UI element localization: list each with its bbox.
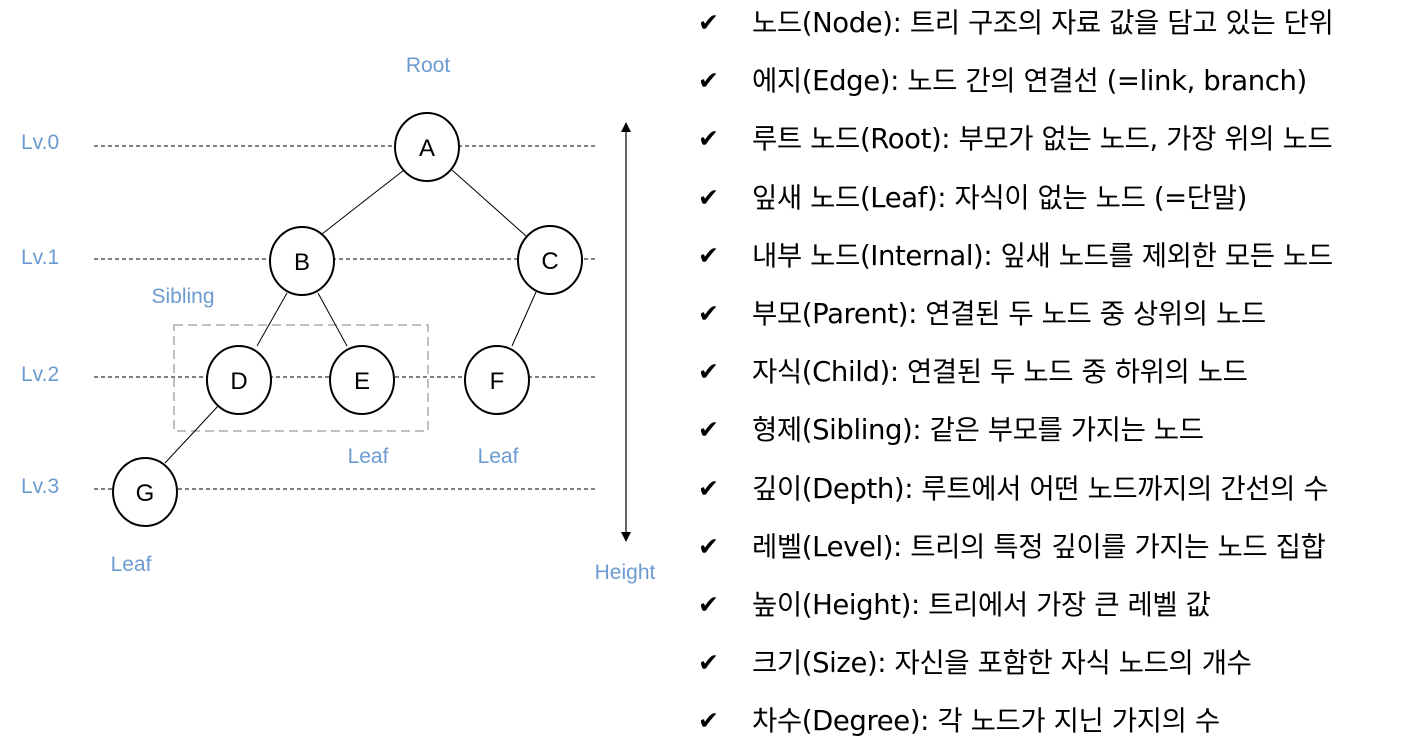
height-label: Height bbox=[595, 561, 656, 584]
tree-diagram: Lv.0 Lv.1 Lv.2 Lv.3 A B C D E F G Root S… bbox=[21, 54, 656, 584]
check-icon: ✔ bbox=[698, 473, 719, 503]
node-f-label: F bbox=[490, 368, 505, 395]
level-lines bbox=[94, 145, 598, 490]
check-icon: ✔ bbox=[698, 706, 719, 736]
check-icon: ✔ bbox=[698, 357, 719, 387]
leaf-label-f: Leaf bbox=[478, 445, 519, 468]
glossary-item-text: 잎새 노드(Leaf): 자식이 없는 노드 (=단말) bbox=[752, 181, 1247, 214]
glossary-item-text: 깊이(Depth): 루트에서 어떤 노드까지의 간선의 수 bbox=[752, 472, 1329, 505]
glossary-item-text: 자식(Child): 연결된 두 노드 중 하위의 노드 bbox=[752, 356, 1248, 389]
node-g-circle bbox=[112, 457, 178, 527]
edge-d-g bbox=[164, 404, 220, 464]
node-b-circle bbox=[269, 226, 335, 296]
node-c-circle bbox=[517, 225, 583, 295]
node-f-circle bbox=[464, 345, 530, 415]
level-label-3: Lv.3 bbox=[21, 475, 59, 498]
glossary-item-text: 높이(Height): 트리에서 가장 큰 레벨 값 bbox=[752, 589, 1211, 621]
glossary-item-text: 에지(Edge): 노드 간의 연결선 (=link, branch) bbox=[752, 65, 1307, 98]
node-d-circle bbox=[206, 345, 272, 415]
glossary-item-text: 형제(Sibling): 같은 부모를 가지는 노드 bbox=[752, 414, 1204, 447]
sibling-box bbox=[173, 324, 429, 432]
node-c-label: C bbox=[541, 248, 558, 275]
glossary-item-text: 부모(Parent): 연결된 두 노드 중 상위의 노드 bbox=[752, 298, 1266, 330]
root-label: Root bbox=[406, 54, 451, 77]
node-d-label: D bbox=[230, 368, 247, 395]
node-e-label: E bbox=[354, 368, 370, 395]
glossary-item-text: 크기(Size): 자신을 포함한 자식 노드의 개수 bbox=[752, 647, 1252, 680]
level-label-0: Lv.0 bbox=[21, 131, 59, 154]
edge-c-f bbox=[511, 291, 537, 347]
check-icon: ✔ bbox=[698, 590, 719, 619]
glossary-item-text: 루트 노드(Root): 부모가 없는 노드, 가장 위의 노드 bbox=[752, 123, 1333, 156]
leaf-label-g: Leaf bbox=[111, 553, 152, 576]
check-icon: ✔ bbox=[698, 415, 719, 445]
tree-nodes bbox=[112, 112, 583, 527]
sibling-label: Sibling bbox=[151, 285, 214, 308]
edge-b-d bbox=[256, 292, 288, 347]
level-label-1: Lv.1 bbox=[21, 246, 59, 269]
node-a-label: A bbox=[419, 135, 435, 162]
level-label-2: Lv.2 bbox=[21, 363, 59, 386]
glossary-item-text: 내부 노드(Internal): 잎새 노드를 제외한 모든 노드 bbox=[752, 239, 1333, 272]
node-e-circle bbox=[329, 345, 395, 415]
check-icon: ✔ bbox=[698, 8, 719, 37]
check-icon: ✔ bbox=[698, 240, 719, 270]
check-icon: ✔ bbox=[698, 648, 719, 678]
node-b-label: B bbox=[294, 249, 310, 276]
check-icon: ✔ bbox=[698, 531, 719, 561]
tree-edges bbox=[164, 169, 537, 464]
height-arrow bbox=[621, 122, 631, 542]
edge-a-c bbox=[451, 169, 527, 237]
check-icon: ✔ bbox=[698, 299, 719, 328]
glossary-item-text: 노드(Node): 트리 구조의 자료 값을 담고 있는 단위 bbox=[752, 7, 1334, 39]
node-a-circle bbox=[394, 112, 460, 182]
glossary-item-text: 차수(Degree): 각 노드가 지닌 가지의 수 bbox=[752, 705, 1220, 738]
check-icon: ✔ bbox=[698, 66, 719, 96]
glossary-item-text: 레벨(Level): 트리의 특정 깊이를 가지는 노드 집합 bbox=[752, 530, 1326, 563]
node-g-label: G bbox=[136, 480, 155, 507]
edge-a-b bbox=[321, 169, 405, 235]
edge-b-e bbox=[317, 292, 348, 347]
check-icon: ✔ bbox=[698, 124, 719, 154]
leaf-label-e: Leaf bbox=[348, 445, 389, 468]
check-icon: ✔ bbox=[698, 182, 719, 212]
